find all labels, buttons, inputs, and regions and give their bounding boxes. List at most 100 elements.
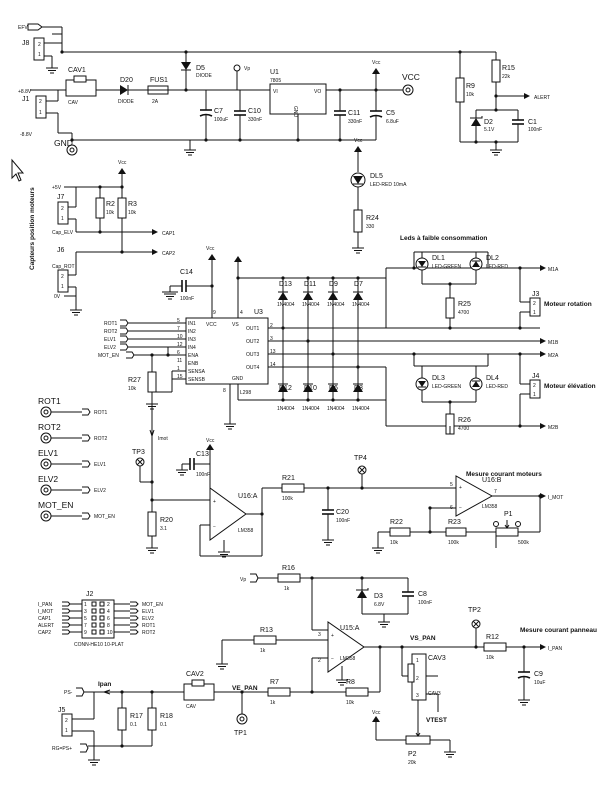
r18-label: R18: [160, 713, 173, 720]
vtest-label: VTEST: [426, 717, 447, 724]
j2-right-1: ELV1: [142, 609, 154, 615]
diode-bot-value-0: 1N4004: [277, 406, 295, 412]
m1a-label: M1A: [548, 267, 559, 273]
svg-text:1: 1: [533, 310, 536, 316]
vp-pin: [233, 64, 241, 72]
diode-top-3: D7: [354, 281, 363, 288]
j7-label: J7: [57, 194, 65, 201]
svg-text:2: 2: [533, 383, 536, 389]
mesure-panneau-title: Mesure courant panneau: [520, 627, 597, 634]
driver-inputs: ROT1 ROT2 ELV1 ELV2 MOT_EN: [98, 319, 186, 359]
svg-text:2: 2: [318, 658, 321, 664]
p1-label: P1: [504, 511, 513, 518]
vcc-label: VCC: [402, 72, 420, 82]
r8-value: 10k: [346, 700, 355, 706]
svg-text:+: +: [331, 633, 334, 639]
u3-label: U3: [254, 309, 263, 316]
svg-text:1: 1: [416, 658, 419, 664]
alert-circuit: R9 10k R15 22k ALERT D2 5.1V C1: [455, 51, 550, 156]
svg-text:7: 7: [84, 623, 87, 629]
j8-label: J8: [22, 40, 30, 47]
ve-pan-label: VE_PAN: [232, 685, 258, 692]
u3-pinnum-2: 10: [177, 334, 183, 340]
r18-value: 0.1: [160, 722, 167, 728]
diode-bot-2: D6: [329, 385, 338, 392]
led-block-top: DL1 LED-GREEN DL2 LED-RED R25 4700: [412, 251, 508, 330]
j2-left-1: I_MOT: [38, 609, 53, 615]
r27-label: R27: [128, 377, 141, 384]
c14-value: 100nF: [180, 296, 194, 302]
c10-value: 330nF: [248, 117, 262, 123]
diode-top-2: D9: [329, 281, 338, 288]
tp-mot_en-net: MOT_EN: [94, 514, 115, 520]
diode-top-1: D11: [304, 281, 316, 288]
tp-rot2-net: ROT2: [94, 436, 108, 442]
m2a-label: M2A: [548, 353, 559, 359]
c13-label: C13: [196, 451, 209, 458]
tp-elv1-label: ELV1: [38, 448, 58, 458]
r23-label: R23: [448, 519, 461, 526]
panel-current-section: Vp R16 1k D3 6.8V C8 100nF R13 1k: [52, 565, 597, 766]
tp-rot1-label: ROT1: [38, 396, 61, 406]
j4-connector: J4 21 Moteur élévation: [518, 352, 596, 428]
r7-value: 1k: [270, 700, 276, 706]
tp4-label: TP4: [354, 455, 367, 462]
c13-vcc: Vcc: [206, 438, 215, 444]
d20-diode: D20 DIODE: [118, 77, 135, 105]
tp-rot2-label: ROT2: [38, 422, 61, 432]
r25-value: 4700: [458, 310, 469, 316]
c11-value: 330nF: [348, 119, 362, 125]
j3-connector: J3 21 Moteur rotation: [518, 266, 592, 330]
u1-label: U1: [270, 69, 279, 76]
mesure-moteurs-title: Mesure courant moteurs: [466, 471, 542, 478]
dl1-label: DL1: [432, 255, 445, 262]
u15a-label: U15:A: [340, 625, 360, 632]
cav1-jumper: CAV1 CAV: [65, 67, 97, 106]
svg-text:3: 3: [416, 693, 419, 699]
d5-value: DIODE: [196, 73, 213, 79]
c5-label: C5: [386, 110, 395, 117]
power-section: J8 21 EFV J1 21 +8.8V -8.8V: [18, 23, 550, 254]
j1-connector: J1 21: [22, 90, 59, 133]
svg-text:1: 1: [65, 728, 68, 734]
d2-label: D2: [484, 119, 493, 126]
p2-vcc: Vcc: [372, 710, 381, 716]
tp-elv2-point-core: [43, 487, 49, 493]
sens-vcc-label: Vcc: [118, 160, 127, 166]
svg-text:9: 9: [84, 630, 87, 636]
r20-value: 3.1: [160, 526, 167, 532]
r13-value: 1k: [260, 648, 266, 654]
diode-bot-3: D8: [354, 385, 363, 392]
u1-gnd: GND: [292, 106, 298, 118]
r12-value: 10k: [486, 655, 495, 661]
ps-minus-label: PS-: [64, 690, 73, 696]
cav2-label: CAV2: [186, 671, 204, 678]
dl2-value: LED-RED: [486, 264, 508, 270]
c14-label: C14: [180, 269, 193, 276]
u3-pinnum-7: 15: [177, 374, 183, 380]
led-block-bottom: DL3 LED-GREEN DL4 LED-RED R26 4700: [412, 352, 508, 435]
dl4-value: LED-RED: [486, 384, 508, 390]
capteurs-title: Capteurs position moteurs: [29, 187, 36, 270]
svg-text:1: 1: [533, 392, 536, 398]
m1b-label: M1B: [548, 340, 559, 346]
j4-label: J4: [532, 373, 540, 380]
gnd-testpoint-core: [69, 147, 75, 153]
u3-p8: 8: [223, 388, 226, 394]
r24-label: R24: [366, 215, 379, 222]
d2-value: 5.1V: [484, 127, 495, 133]
svg-text:2: 2: [416, 676, 419, 682]
svg-text:2: 2: [38, 42, 41, 48]
diode-bot-0: D12: [279, 385, 292, 392]
j6-label: J6: [57, 247, 65, 254]
dl1-value: LED-GREEN: [432, 264, 462, 270]
u3-pin-out1: OUT1: [246, 326, 260, 332]
u3-pin-in4: IN4: [188, 345, 196, 351]
in-mot-en: MOT_EN: [98, 353, 119, 359]
fus1-value: 2A: [152, 99, 159, 105]
c7-capacitor: C7 100uF: [199, 90, 228, 140]
dl3-value: LED-GREEN: [432, 384, 462, 390]
dl4-label: DL4: [486, 375, 499, 382]
tp-rot2-point-core: [43, 435, 49, 441]
r13-label: R13: [260, 627, 273, 634]
